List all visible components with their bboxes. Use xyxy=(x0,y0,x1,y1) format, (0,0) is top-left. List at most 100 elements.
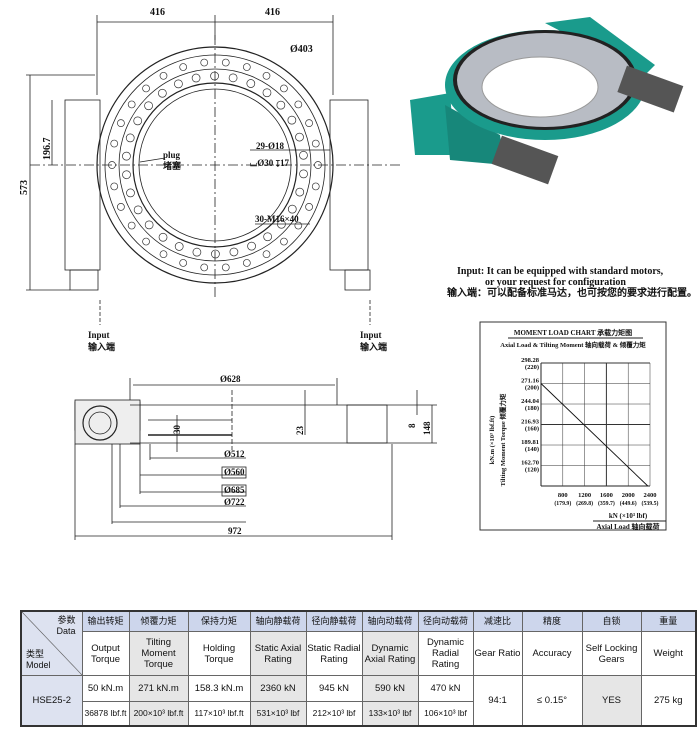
y-tick-label: 162.70 xyxy=(521,460,539,467)
bolt-hole-icon xyxy=(127,221,136,230)
x-tick-sub: (359.7) xyxy=(598,500,615,507)
header-cn: 径向静载荷 xyxy=(305,610,363,632)
chart-ylabel: Tilting Moment Torque 倾覆力矩 xyxy=(498,393,507,486)
header-en: Static Axial Rating xyxy=(249,631,307,676)
y-tick-label: 271.16 xyxy=(521,378,540,385)
dim-573: 573 xyxy=(19,180,30,195)
chart-frame xyxy=(479,321,667,531)
dim-8: 8 xyxy=(407,423,417,428)
bolt-hole-icon xyxy=(221,263,230,272)
bolt-hole-icon xyxy=(287,204,297,214)
bolt-hole-icon xyxy=(110,182,119,191)
bolt-hole-icon xyxy=(276,100,286,110)
metric-dynamic-axial: 590 kN xyxy=(361,675,419,702)
bolt-hole-icon xyxy=(229,247,239,257)
bolt-hole-icon xyxy=(294,221,303,230)
input-left-cn: 输入端 xyxy=(88,341,115,352)
header-cn: 保持力矩 xyxy=(187,610,251,632)
threads-label: 30-M16×40 xyxy=(255,214,299,224)
input-note: Input: It can be equipped with standard … xyxy=(447,266,697,299)
product-render-image xyxy=(410,17,684,185)
bolt-hole-icon xyxy=(311,182,320,191)
dim-416-left: 416 xyxy=(150,7,165,18)
x-tick-label: 1200 xyxy=(578,492,591,499)
bolt-hole-icon xyxy=(280,84,288,93)
bolt-hole-icon xyxy=(144,101,153,111)
bolt-hole-icon xyxy=(262,88,272,98)
y-tick-label: 216.93 xyxy=(521,419,540,426)
bolt-hole-icon xyxy=(200,263,209,272)
dim-722: Ø722 xyxy=(224,497,245,507)
dim-560: Ø560 xyxy=(224,467,245,477)
bolt-hole-icon xyxy=(122,151,131,161)
bolt-hole-icon xyxy=(210,71,219,81)
imperial-value: 133×10³ lbf xyxy=(361,701,419,726)
corner-top-cn: 参数 xyxy=(57,615,76,625)
dim-148: 148 xyxy=(422,421,432,435)
accuracy: ≤ 0.15° xyxy=(521,675,583,726)
dim-972: 972 xyxy=(228,526,242,536)
bolt-hole-icon xyxy=(158,232,168,242)
y-tick-sub: (200) xyxy=(525,385,539,392)
imperial-value: 106×10³ lbf xyxy=(417,701,474,726)
metric-dynamic-radial: 470 kN xyxy=(417,675,474,702)
header-cn: 径向动载荷 xyxy=(417,610,474,632)
dim-416-right: 416 xyxy=(265,7,280,18)
imperial-value: 531×10³ lbf xyxy=(249,701,307,726)
bolt-hole-icon xyxy=(191,73,201,83)
holes-label: 29-Ø18 xyxy=(256,141,284,151)
header-en: Weight xyxy=(640,631,697,676)
bolt-hole-icon xyxy=(142,237,150,246)
bolt-hole-icon xyxy=(174,242,184,251)
y-tick-sub: (160) xyxy=(525,426,539,433)
self-locking: YES xyxy=(581,675,642,726)
bolt-hole-icon xyxy=(174,79,183,89)
chart-subtitle: Axial Load & Tilting Moment 轴向载荷 & 倾覆力矩 xyxy=(500,340,646,349)
bolt-hole-icon xyxy=(200,58,209,67)
input-note-line1: It can be equipped with standard motors, xyxy=(486,266,664,277)
header-en: Accuracy xyxy=(521,631,583,676)
bolt-hole-icon xyxy=(299,169,308,179)
dim-196-7: 196.7 xyxy=(42,138,53,161)
bolt-hole-icon xyxy=(126,188,135,198)
top-view-drawing: 416 416 Ø403 196.7 573 plug 堵塞 29-Ø18 ⌴Ø… xyxy=(19,7,400,352)
bolt-hole-icon xyxy=(117,119,125,127)
bolt-hole-icon xyxy=(246,79,256,88)
x-tick-label: 2400 xyxy=(644,492,657,499)
header-en: Gear Ratio xyxy=(472,631,523,676)
chart-xlabel: Axial Load 轴向载荷 xyxy=(596,522,659,531)
x-tick-label: 2000 xyxy=(622,492,635,499)
metric-static-radial: 945 kN xyxy=(305,675,363,702)
header-cn: 轴向动载荷 xyxy=(361,610,419,632)
x-tick-sub: (539.5) xyxy=(642,500,659,507)
plug-label-cn: 堵塞 xyxy=(163,160,182,171)
header-cn: 自锁 xyxy=(581,610,642,632)
bolt-hole-icon xyxy=(117,203,125,211)
dim-23: 23 xyxy=(295,426,305,436)
header-cn: 轴向静载荷 xyxy=(249,610,307,632)
bolt-hole-icon xyxy=(305,203,313,211)
x-tick-sub: (449.6) xyxy=(620,500,637,507)
bolt-hole-icon xyxy=(144,220,154,230)
x-tick-sub: (179.9) xyxy=(554,500,571,507)
bolt-hole-icon xyxy=(125,133,135,143)
chart-ylabel-unit: kN.m (×10³ lbf.ft) xyxy=(489,416,496,465)
counterbore-label: ⌴Ø30 ↧17 xyxy=(250,158,289,168)
chart-title: MOMENT LOAD CHART 承载力矩图 xyxy=(514,328,632,337)
header-cn: 减速比 xyxy=(472,610,523,632)
input-note-cn: 输入端：可以配备标准马达，也可按您的要求进行配置。 xyxy=(447,288,697,299)
bolt-hole-icon xyxy=(305,119,313,127)
dim-685: Ø685 xyxy=(224,485,245,495)
bolt-hole-icon xyxy=(228,73,238,83)
dim-512: Ø512 xyxy=(224,449,245,459)
corner-bottom-cn: 类型 xyxy=(26,649,45,659)
gear-ratio: 94:1 xyxy=(472,675,523,726)
y-tick-label: 244.04 xyxy=(521,398,540,405)
header-en: Holding Torque xyxy=(187,631,251,676)
bolt-hole-icon xyxy=(133,116,143,126)
bolt-hole-icon xyxy=(142,84,150,93)
bolt-hole-icon xyxy=(247,241,256,251)
metric-static-axial: 2360 kN xyxy=(249,675,307,702)
